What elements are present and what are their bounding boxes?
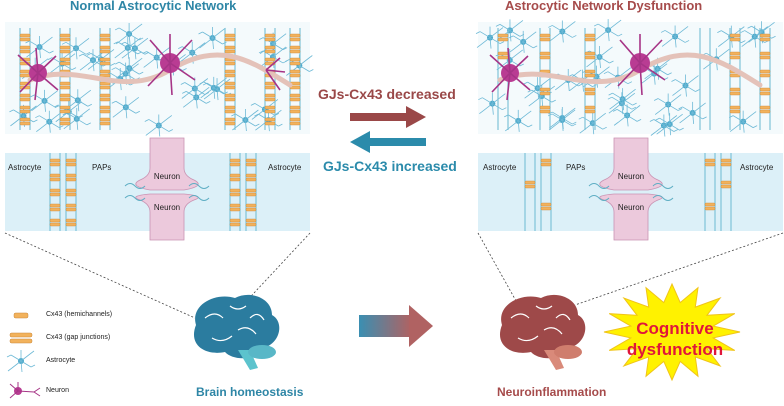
neuron-terminal-left [265, 57, 286, 91]
neuron-icon [9, 382, 41, 399]
neuron-synapse-left [124, 137, 210, 241]
label-gjs-decreased: GJs-Cx43 decreased [318, 86, 456, 102]
legend-icons [6, 312, 41, 399]
label-cognitive-dysfunction: Cognitive dysfunction [626, 319, 724, 359]
neuron-cell-left-b [147, 34, 196, 96]
label-brain-homeostasis: Brain homeostasis [196, 385, 304, 399]
right-gap-junction-columns [497, 28, 771, 130]
right-neuron-bottom-label: Neuron [617, 203, 645, 212]
progression-arrow [359, 305, 433, 347]
label-neuroinflammation: Neuroinflammation [497, 385, 607, 399]
left-network [5, 22, 314, 137]
arrow-increased [350, 131, 426, 153]
legend-astrocyte-label: Astrocyte [46, 357, 76, 364]
arrow-decreased [350, 106, 426, 128]
healthy-brain-icon [193, 294, 280, 370]
left-neuron-bottom-label: Neuron [153, 203, 181, 212]
left-paps-label: PAPs [92, 163, 112, 172]
neuron-synapse-right [588, 137, 674, 241]
label-gjs-increased: GJs-Cx43 increased [323, 158, 457, 174]
title-normal-network: Normal Astrocytic Network [70, 0, 237, 13]
gap-junction-icon [9, 332, 33, 344]
inflamed-brain-icon [499, 294, 586, 370]
astrocyte-icon [6, 349, 36, 373]
right-network [475, 18, 783, 137]
right-astrocyte-label-b: Astrocyte [740, 163, 774, 172]
right-astrocyte-label-a: Astrocyte [483, 163, 517, 172]
left-astrocyte-label-a: Astrocyte [8, 163, 42, 172]
legend-hemichannels-label: Cx43 (hemichannels) [46, 311, 113, 318]
neuron-cell-right-a [489, 47, 531, 101]
right-synapse-panel [478, 137, 783, 241]
left-astrocyte-label-b: Astrocyte [268, 163, 302, 172]
left-neuron-top-label: Neuron [153, 172, 181, 181]
title-network-dysfunction: Astrocytic Network Dysfunction [505, 0, 703, 13]
hemichannel-icon [13, 312, 29, 319]
left-synapse-panel [5, 137, 310, 241]
right-paps-label: PAPs [566, 163, 586, 172]
cognitive-burst-icon [603, 282, 741, 382]
legend-neuron-label: Neuron [46, 387, 69, 394]
legend-gap-junctions-label: Cx43 (gap junctions) [46, 334, 111, 341]
neuron-cell-left-a [17, 47, 59, 101]
neuron-cell-right-b [617, 34, 666, 96]
right-neuron-top-label: Neuron [617, 172, 645, 181]
